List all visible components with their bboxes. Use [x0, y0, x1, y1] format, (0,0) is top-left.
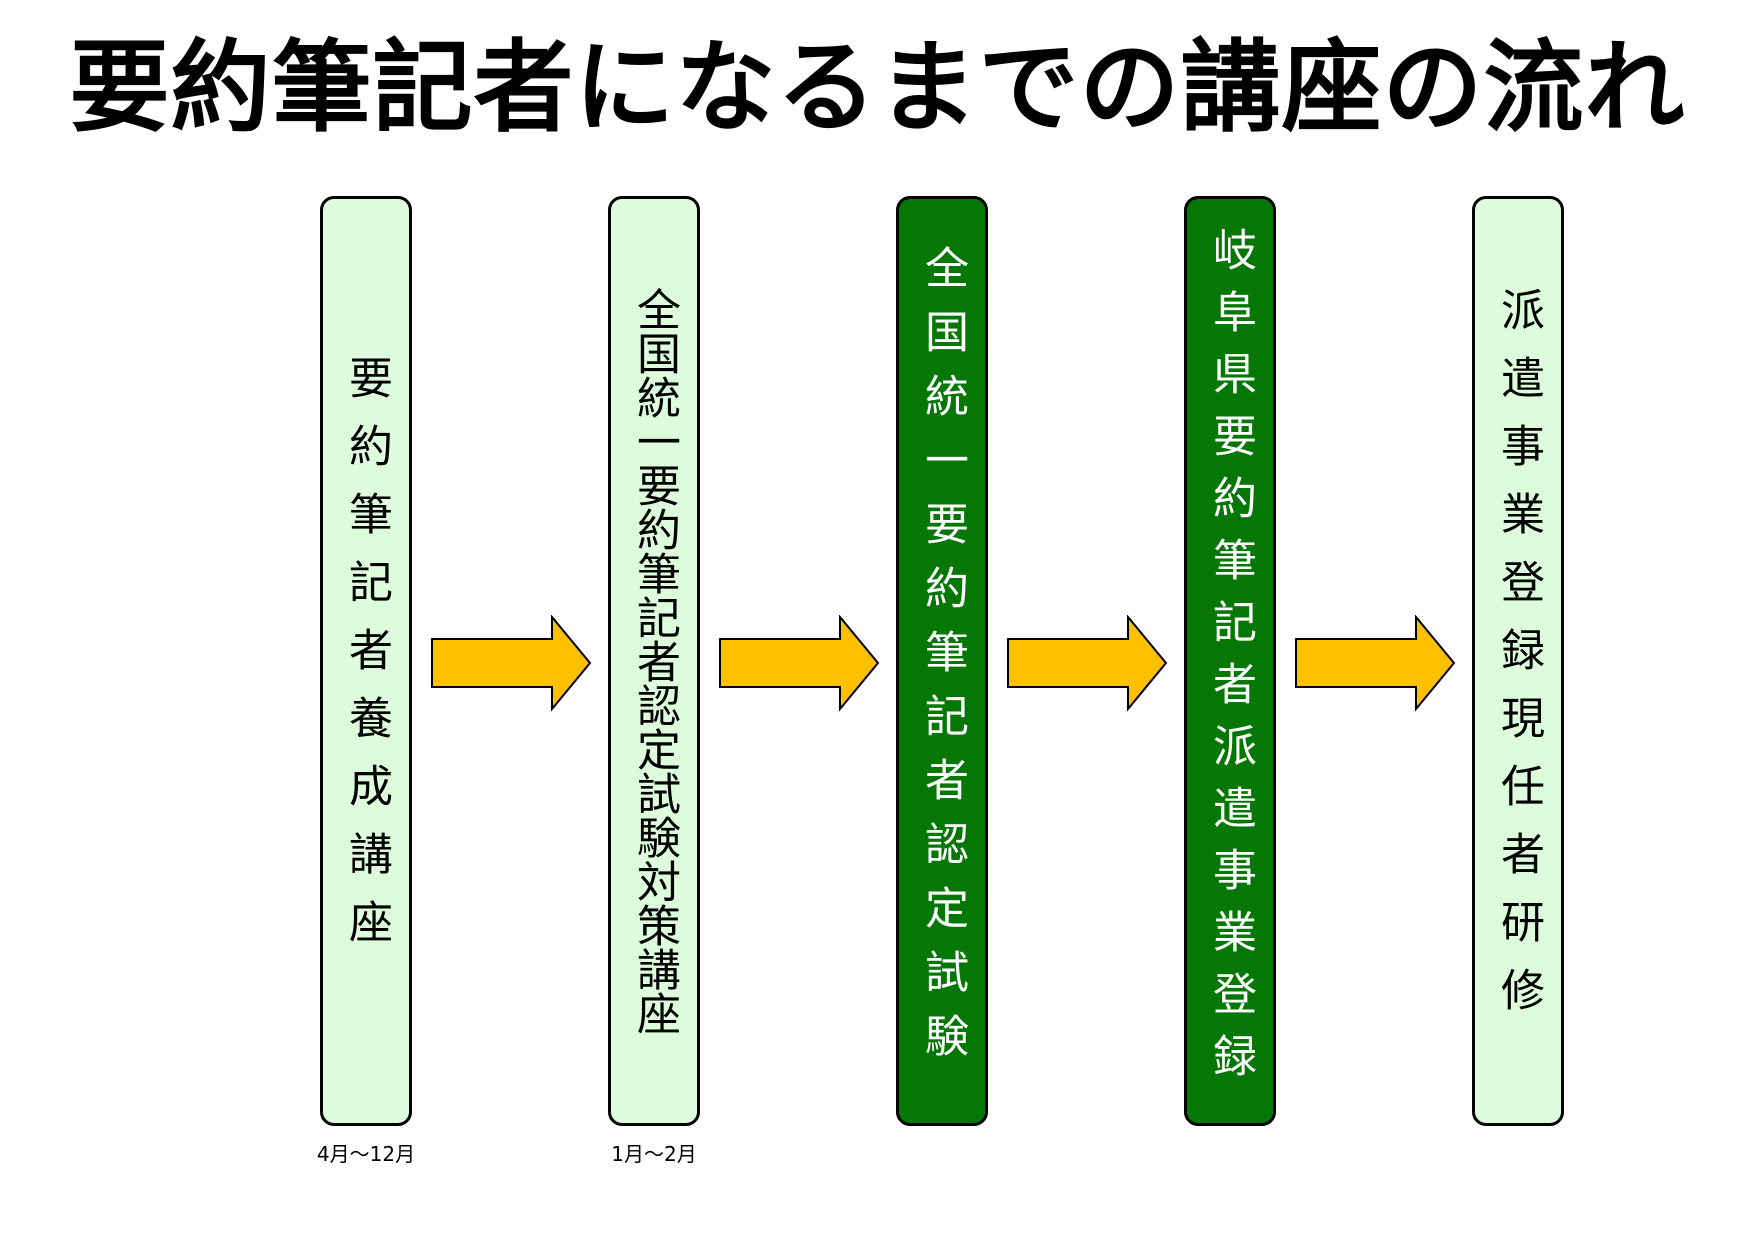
step-label: 岐阜県要約筆記者派遣事業登録: [1205, 227, 1256, 1095]
flow-arrow-icon: [718, 615, 880, 711]
step-label: 全国統一要約筆記者認定試験: [917, 245, 968, 1077]
flow-arrow-icon: [430, 615, 592, 711]
step-box-incumbent-training: 派遣事業登録現任者研修: [1472, 196, 1564, 1126]
step-label: 全国統一要約筆記者認定試験対策講座: [629, 287, 680, 1035]
step-date: 1月～2月: [611, 1142, 697, 1166]
step-box-certification-exam: 全国統一要約筆記者認定試験: [896, 196, 988, 1126]
step-label: 要約筆記者養成講座: [341, 355, 392, 967]
step-box-training-course: 要約筆記者養成講座: [320, 196, 412, 1126]
step-box-exam-prep-course: 全国統一要約筆記者認定試験対策講座: [608, 196, 700, 1126]
flow-arrow-icon: [1294, 615, 1456, 711]
step-box-dispatch-registration: 岐阜県要約筆記者派遣事業登録: [1184, 196, 1276, 1126]
page-title: 要約筆記者になるまでの講座の流れ: [69, 29, 1686, 146]
step-date: 4月～12月: [316, 1142, 416, 1166]
step-label: 派遣事業登録現任者研修: [1493, 287, 1544, 1035]
flow-arrow-icon: [1006, 615, 1168, 711]
